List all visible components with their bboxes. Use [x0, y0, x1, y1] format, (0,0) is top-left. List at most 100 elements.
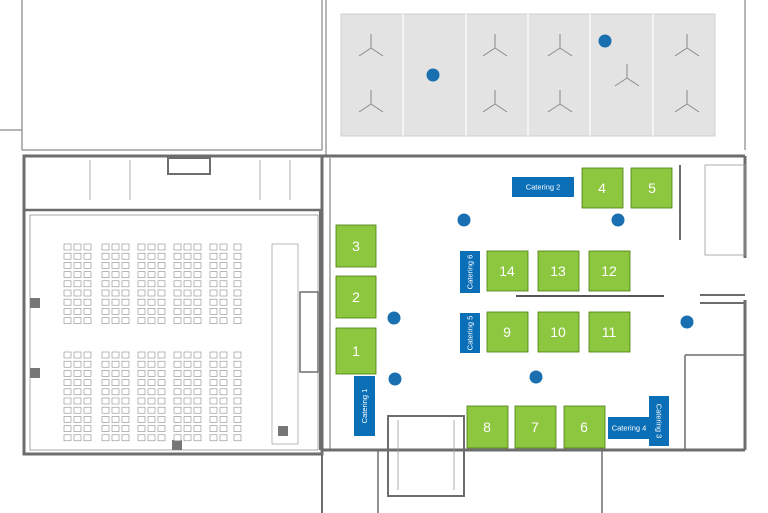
seat	[233, 425, 242, 432]
catering-stations: Catering 1 Catering 2 Catering 3 Caterin…	[354, 177, 669, 446]
seat	[157, 351, 166, 359]
seat	[173, 317, 182, 324]
seat	[63, 317, 72, 324]
booth-7[interactable]: 7	[514, 405, 557, 449]
seat	[137, 416, 146, 423]
seat	[209, 397, 218, 405]
seat	[147, 425, 156, 432]
booth-3[interactable]: 3	[335, 224, 377, 268]
seat	[101, 289, 110, 297]
seat	[111, 388, 120, 396]
seat	[209, 271, 218, 278]
catering-label: Catering 3	[655, 404, 664, 439]
seat	[111, 351, 120, 359]
seat	[233, 243, 242, 251]
seat	[83, 434, 92, 442]
booth-2[interactable]: 2	[335, 275, 377, 319]
seat	[83, 360, 92, 368]
booth-6[interactable]: 6	[563, 405, 606, 449]
seat	[63, 262, 72, 269]
column-marker	[426, 68, 440, 82]
tent-pole-symbol	[614, 64, 640, 87]
booth-5[interactable]: 5	[630, 167, 673, 209]
booth-1[interactable]: 1	[335, 327, 377, 375]
seat	[121, 308, 130, 315]
booth-11[interactable]: 11	[588, 311, 631, 353]
seat	[183, 388, 192, 396]
seat	[147, 416, 156, 423]
seat	[137, 262, 146, 269]
seat	[233, 289, 242, 297]
seat	[233, 388, 242, 396]
catering-label: Catering 5	[466, 316, 475, 351]
seat	[73, 289, 82, 297]
auditorium-seating	[63, 243, 242, 442]
seat	[137, 271, 146, 278]
seat	[121, 289, 130, 297]
seat	[183, 379, 192, 386]
booth-label: 14	[499, 263, 515, 279]
seat	[147, 370, 156, 377]
seat	[233, 280, 242, 288]
seat	[147, 289, 156, 297]
seat	[193, 370, 202, 377]
tent-pole-symbol	[547, 90, 573, 113]
booth-4[interactable]: 4	[581, 167, 624, 209]
seat	[111, 370, 120, 377]
seat	[183, 425, 192, 432]
seat	[73, 243, 82, 251]
catering-2[interactable]: Catering 2	[512, 177, 574, 197]
seat	[73, 379, 82, 386]
seat	[193, 289, 202, 297]
seat	[233, 351, 242, 359]
seat	[173, 397, 182, 405]
seat	[73, 271, 82, 278]
seat	[219, 308, 228, 315]
catering-5[interactable]: Catering 5	[460, 313, 480, 353]
seat	[137, 388, 146, 396]
seat	[193, 317, 202, 324]
seat	[209, 360, 218, 368]
booth-8[interactable]: 8	[466, 405, 509, 449]
seat	[183, 252, 192, 260]
catering-1[interactable]: Catering 1	[354, 376, 375, 436]
seat	[83, 252, 92, 260]
seat	[157, 271, 166, 278]
seat	[111, 406, 120, 414]
catering-label: Catering 4	[612, 424, 647, 433]
seat	[209, 370, 218, 377]
catering-6[interactable]: Catering 6	[460, 251, 480, 293]
booth-14[interactable]: 14	[486, 250, 529, 292]
seat	[173, 388, 182, 396]
seat	[101, 425, 110, 432]
seat	[193, 434, 202, 442]
seat	[157, 434, 166, 442]
seat	[83, 406, 92, 414]
seat	[209, 434, 218, 442]
tent-pole-symbol	[547, 34, 573, 57]
seat	[147, 243, 156, 251]
seat	[209, 243, 218, 251]
seat	[219, 434, 228, 442]
seat	[137, 298, 146, 306]
seat	[183, 289, 192, 297]
seat	[173, 271, 182, 278]
seat	[157, 425, 166, 432]
seat	[193, 351, 202, 359]
seat	[157, 397, 166, 405]
seat	[83, 271, 92, 278]
seat	[209, 262, 218, 269]
seat	[101, 252, 110, 260]
seat	[83, 351, 92, 359]
booth-9[interactable]: 9	[486, 311, 529, 353]
seat	[233, 271, 242, 278]
catering-3[interactable]: Catering 3	[649, 396, 669, 446]
seat	[209, 425, 218, 432]
booth-10[interactable]: 10	[537, 311, 580, 353]
catering-4[interactable]: Catering 4	[608, 417, 650, 439]
seat	[73, 370, 82, 377]
seat	[137, 280, 146, 288]
booth-13[interactable]: 13	[537, 250, 580, 292]
seat	[219, 280, 228, 288]
booth-12[interactable]: 12	[588, 250, 631, 292]
